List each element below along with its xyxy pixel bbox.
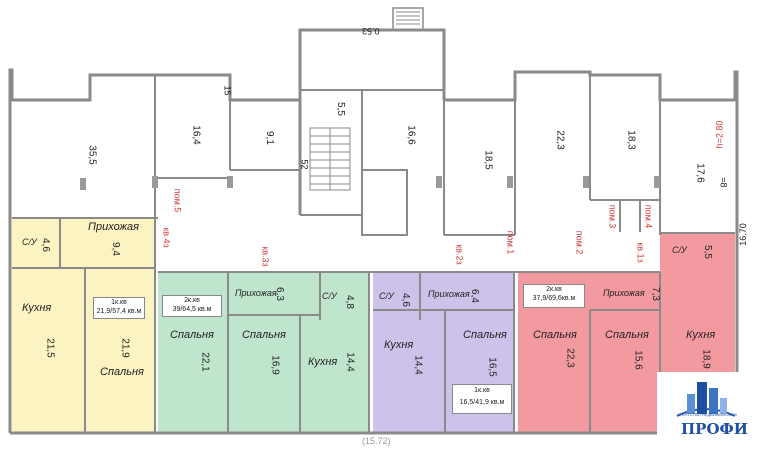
purple-bathroom-area: 4,6: [399, 293, 411, 307]
purple-info-type: 1к.кв: [474, 387, 490, 394]
red-bathroom-area: 5,5: [701, 245, 713, 259]
red-bedroom2-name: Спальня: [605, 329, 649, 341]
red-kitchen-name: Кухня: [686, 329, 716, 341]
top-dimension: 0.53: [362, 26, 380, 36]
red-bedroom1-area: 22,3: [564, 348, 576, 368]
yellow-bathroom-area: 4,6: [39, 238, 51, 252]
yellow-kitchen-area: 21,5: [44, 338, 56, 358]
outer-walls: [8, 7, 739, 435]
yellow-bedroom-area: 21,9: [119, 338, 131, 358]
red-bedroom2-area: 15,6: [632, 350, 644, 370]
apartment-label-kv3: кв.3з: [260, 246, 271, 267]
purple-hallway-name: Прихожая: [428, 289, 470, 299]
yellow-apartment-fill: [12, 218, 155, 433]
premises-pom4: пом.4: [643, 204, 654, 229]
room-area-9-1: 9,1: [263, 131, 275, 145]
buildings-icon: [676, 382, 736, 417]
premises-pom5: пом.5: [172, 188, 183, 213]
room-area-16-4: 16,4: [190, 125, 202, 145]
inner-walls: [12, 75, 735, 433]
premises-pom3: пом.3: [607, 204, 618, 229]
room-area-18-5: 18,5: [482, 150, 494, 170]
green-bedroom1-area: 22,1: [199, 352, 211, 372]
purple-apartment-info: 1к.кв 16,5/41,9 кв.м: [452, 384, 512, 414]
red-bedroom1-name: Спальня: [533, 329, 577, 341]
mid-dimension: 15: [222, 85, 233, 96]
purple-bedroom-area: 16,5: [486, 357, 498, 377]
room-area-5-5: 5,5: [334, 102, 346, 116]
red-bathroom-name: С/У: [672, 245, 687, 255]
stair-mark: 52: [299, 159, 310, 170]
logo-tagline: АГЕНТСТВО НЕДВИЖИМОСТИ: [677, 412, 737, 417]
room-area-16-6: 16,6: [405, 125, 417, 145]
green-hallway-name: Прихожая: [235, 288, 277, 298]
red-bathroom-fill: [660, 233, 735, 273]
purple-kitchen-name: Кухня: [384, 339, 414, 351]
purple-hallway-area: 6,4: [468, 289, 480, 303]
yellow-hallway-area: 9,4: [109, 242, 121, 256]
height-dimension: h=2.80: [714, 120, 725, 149]
purple-info-area: 16,5/41,9 кв.м: [459, 399, 505, 406]
yellow-apartment-info: 1к.кв 21,9/57,4 кв.м: [93, 297, 145, 319]
yellow-info-type: 1к.кв: [111, 299, 127, 306]
red-hallway-area: 7,3: [649, 287, 661, 301]
room-area-22-3-upper: 22,3: [554, 130, 566, 150]
yellow-kitchen-name: Кухня: [22, 302, 52, 314]
room-area-17-6: 17,6: [694, 163, 706, 183]
green-kitchen-area: 14,4: [344, 352, 356, 372]
stairs: [309, 11, 420, 191]
room-area-18-3: 18,3: [625, 130, 637, 150]
green-bedroom2-area: 16,9: [269, 355, 281, 375]
yellow-bedroom-name: Спальня: [100, 366, 144, 378]
purple-kitchen-area: 14,4: [412, 355, 424, 375]
red-hallway-name: Прихожая: [603, 288, 645, 298]
red-info-area: 37,9/69,6кв.м: [532, 295, 576, 302]
green-kitchen-name: Кухня: [308, 356, 338, 368]
logo-brand: ПРОФИ: [681, 420, 748, 438]
premises-pom1: пом.1: [505, 230, 516, 255]
purple-bathroom-name: С/У: [379, 291, 394, 301]
green-info-type: 2к.кв: [184, 297, 200, 304]
columns: [80, 176, 660, 190]
yellow-hallway-name: Прихожая: [88, 221, 140, 233]
purple-bedroom-name: Спальня: [463, 329, 507, 341]
green-hallway-area: 6,3: [273, 287, 285, 301]
bottom-dimension: (15.72): [362, 436, 391, 446]
apartment-label-kv2: кв.2з: [454, 244, 465, 265]
yellow-bathroom-name: С/У: [22, 237, 37, 247]
green-bedroom1-name: Спальня: [170, 329, 214, 341]
red-kitchen-area: 18,9: [700, 349, 712, 369]
green-info-area: 39/64,5 кв.м: [172, 306, 212, 313]
apartment-label-kv1: кв.1з: [635, 242, 646, 263]
profi-logo: АГЕНТСТВО НЕДВИЖИМОСТИ ПРОФИ: [657, 372, 753, 442]
green-bathroom-area: 4,8: [343, 295, 355, 309]
room-area-35-5: 35,5: [86, 145, 98, 165]
premises-pom2: пом.2: [574, 230, 585, 255]
green-bathroom-name: С/У: [322, 291, 337, 301]
yellow-info-area: 21,9/57,4 кв.м: [96, 308, 142, 315]
right-dimension: 16.70: [737, 223, 748, 246]
green-apartment-info: 2к.кв 39/64,5 кв.м: [162, 295, 222, 317]
sign-mark: ≈8: [718, 177, 729, 188]
green-bedroom2-name: Спальня: [242, 329, 286, 341]
red-info-type: 2к.кв: [546, 286, 562, 293]
apartment-label-kv4: кв.4з: [161, 227, 172, 248]
red-apartment-info: 2к.кв 37,9/69,6кв.м: [523, 284, 585, 308]
